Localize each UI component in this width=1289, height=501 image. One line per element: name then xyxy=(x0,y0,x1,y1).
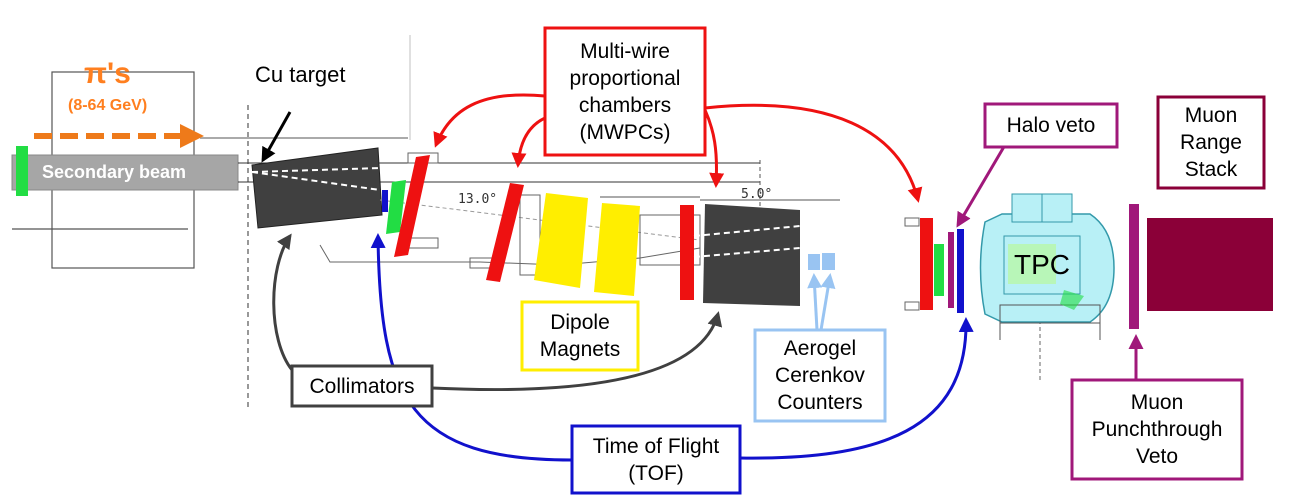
mwpc-label-line: Multi-wire xyxy=(580,39,670,63)
mwpc-3 xyxy=(680,205,694,300)
muon-range-stack-label-line: Muon xyxy=(1184,104,1238,127)
aerogel-callout-arrows xyxy=(807,273,836,331)
cu-target-label: Cu target xyxy=(255,62,346,87)
tof-upstream-counter xyxy=(382,190,388,212)
collimators-label: Collimators xyxy=(295,369,429,403)
halo-veto-label-line: Halo veto xyxy=(1006,114,1096,137)
dipole-magnet-1 xyxy=(534,193,588,288)
upstream-frame xyxy=(12,35,411,410)
upstream-green-counter xyxy=(386,180,406,234)
pion-beam-arrow xyxy=(34,124,204,148)
mwpc-label-line: chambers xyxy=(578,93,672,117)
collimator-target-block xyxy=(251,147,383,229)
aerogel-counter-2 xyxy=(822,253,835,270)
downstream-green-counter xyxy=(934,244,944,296)
muon-punchthrough-label-line: Veto xyxy=(1135,445,1179,468)
angle-label-second: 5.0° xyxy=(741,187,773,202)
collimator-downstream xyxy=(703,204,800,306)
pion-energy-range: (8-64 GeV) xyxy=(68,97,148,114)
beam-green-counter xyxy=(16,146,28,196)
cu-target-pointer xyxy=(261,111,292,163)
aerogel-label-line: Counters xyxy=(777,391,863,414)
dipole-magnets-label-line: Dipole xyxy=(550,311,610,334)
dipole-magnet-2 xyxy=(594,203,640,296)
tof-downstream-counter xyxy=(957,229,964,313)
halo-veto-label: Halo veto xyxy=(988,107,1114,144)
halo-veto-arrow xyxy=(956,144,1007,228)
muon-punchthrough-label-line: Muon xyxy=(1130,391,1184,414)
mwpc-1 xyxy=(394,155,430,257)
muon-range-stack-label-line: Stack xyxy=(1184,158,1238,181)
muon-punchthrough-label: Muon Punchthrough Veto xyxy=(1075,383,1239,476)
mwpc-label-line: proportional xyxy=(569,66,681,90)
muon-range-stack-block xyxy=(1147,218,1273,311)
muon-range-stack-label-line: Range xyxy=(1180,131,1242,154)
tpc-cryostat xyxy=(979,193,1115,340)
mwpc-4 xyxy=(920,218,933,310)
mwpc-label-line: (MWPCs) xyxy=(579,120,671,144)
muon-range-stack-label: Muon Range Stack xyxy=(1161,100,1261,185)
secondary-beam-label: Secondary beam xyxy=(42,162,187,182)
downstream-frame xyxy=(904,217,1041,382)
collimators-label-line: Collimators xyxy=(309,374,415,398)
mwpc-callout-arrows xyxy=(433,93,923,203)
tof-label-line: Time of Flight xyxy=(592,434,720,458)
halo-veto-paddle xyxy=(948,232,954,308)
aerogel-label-line: Aerogel xyxy=(783,337,857,360)
secondary-beam-bar xyxy=(11,154,239,191)
tof-label: Time of Flight (TOF) xyxy=(575,429,737,490)
mwpc-2 xyxy=(486,183,524,282)
dipole-magnets-label: Dipole Magnets xyxy=(525,305,635,367)
tof-label-line: (TOF) xyxy=(628,461,684,485)
angle-label-first: 13.0° xyxy=(458,192,498,207)
muon-punchthrough-veto-bar xyxy=(1129,204,1139,329)
aerogel-label-line: Cerenkov xyxy=(775,364,865,387)
aerogel-label: Aerogel Cerenkov Counters xyxy=(758,333,882,418)
tpc-active-region xyxy=(1008,244,1056,284)
muon-punchthrough-label-line: Punchthrough xyxy=(1091,418,1223,441)
tpc-label: TPC xyxy=(1014,249,1070,280)
pion-beam-title: π's xyxy=(84,57,131,90)
aerogel-counter-1 xyxy=(808,254,820,270)
dipole-magnets-label-line: Magnets xyxy=(539,338,621,361)
collimator-callout-arrows xyxy=(272,233,723,392)
mwpc-label: Multi-wire proportional chambers (MWPCs) xyxy=(548,31,702,152)
tof-callout-arrows xyxy=(370,233,974,462)
